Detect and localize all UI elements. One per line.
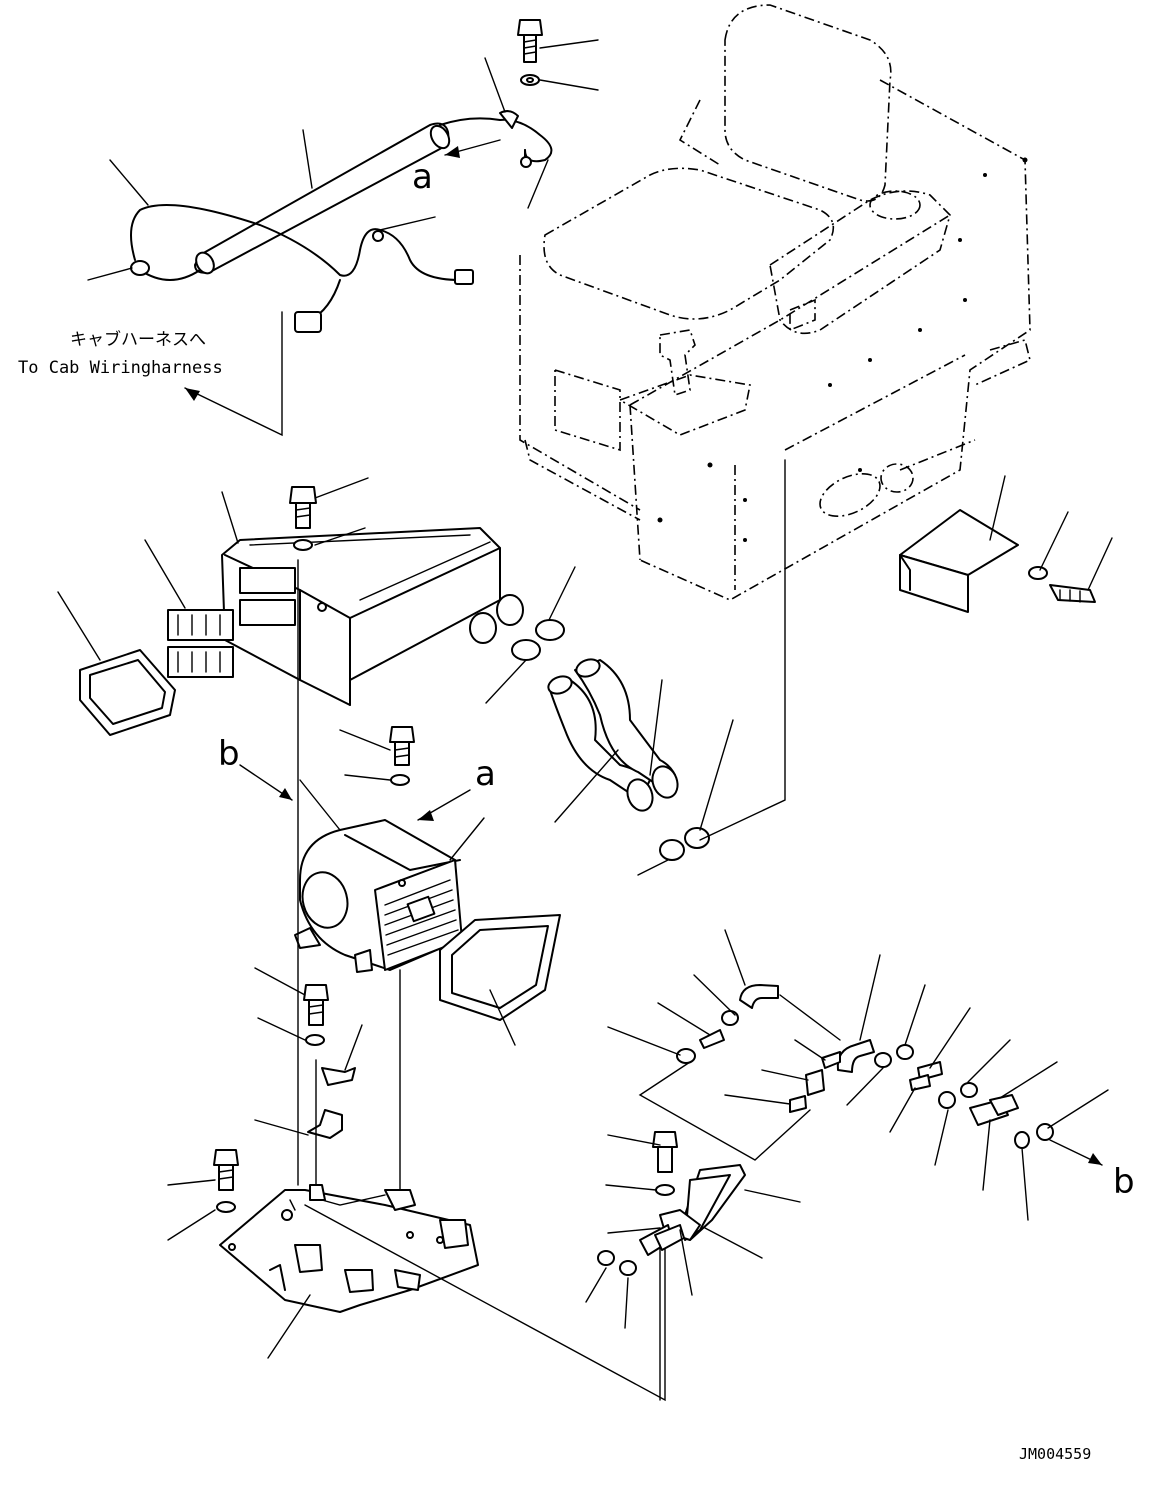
mount-bracket-right: [899, 475, 1113, 613]
cab-harness-en-label: To Cab Wiringharness: [18, 358, 223, 378]
view-label-a-middle: a: [475, 754, 496, 794]
flex-duct-hoses: [511, 619, 710, 861]
view-label-b-right: b: [1113, 1162, 1135, 1202]
leader-lines-hoses: [485, 459, 786, 876]
drawing-number: JM004559: [1019, 1445, 1091, 1463]
upper-harness-assembly: [130, 19, 553, 333]
leader-lines-upper: [87, 39, 599, 281]
view-label-a-top: a: [412, 157, 433, 197]
operator-seat-console: [519, 4, 1031, 601]
leader-lines-duct: [57, 477, 576, 661]
lower-right-piping: [597, 984, 1054, 1296]
cab-harness-jp-label: キャブハーネスへ: [70, 329, 206, 350]
mounting-plate: [219, 1184, 479, 1359]
middle-fastener: a b: [218, 726, 496, 821]
view-label-b-left: b: [218, 734, 240, 774]
guide-lines: [297, 559, 666, 1402]
heater-unit: [294, 817, 561, 1046]
heater-duct-box: [79, 486, 524, 736]
leader-lines-piping: b: [585, 929, 1135, 1401]
cab-harness-callout: キャブハーネスへ To Cab Wiringharness a: [18, 157, 433, 437]
